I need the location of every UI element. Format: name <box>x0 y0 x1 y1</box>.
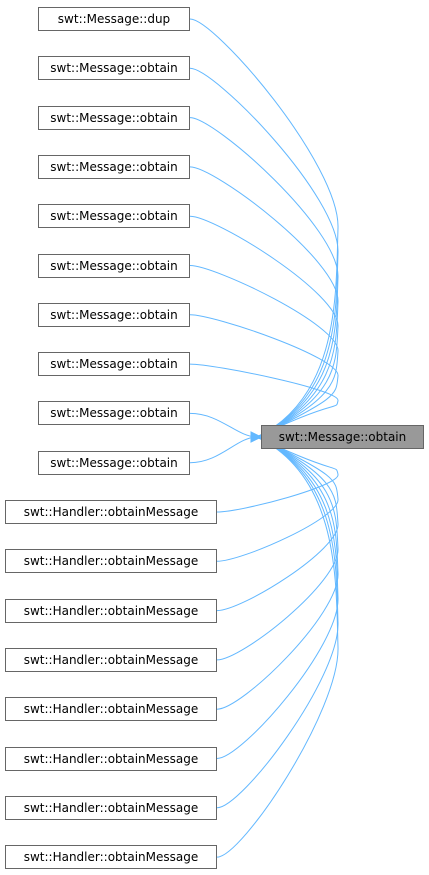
caller-node-3[interactable]: swt::Message::obtain <box>38 154 190 179</box>
edge-line-4 <box>189 215 339 438</box>
edge-4 <box>189 215 339 438</box>
caller-node-16[interactable]: swt::Handler::obtainMessage <box>5 795 217 820</box>
caller-node-1[interactable]: swt::Message::obtain <box>38 56 190 81</box>
caller-node-17[interactable]: swt::Handler::obtainMessage <box>5 845 217 870</box>
edge-line-1 <box>189 67 339 438</box>
edge-11 <box>216 436 339 562</box>
caller-node-0[interactable]: swt::Message::dup <box>38 7 190 31</box>
edge-line-15 <box>216 436 339 759</box>
edge-15 <box>216 436 339 759</box>
edge-16 <box>216 436 339 809</box>
edge-9 <box>189 431 263 464</box>
edge-line-8 <box>189 412 258 438</box>
edge-line-6 <box>189 314 339 438</box>
edge-arrowhead-9 <box>250 431 263 443</box>
edge-line-7 <box>189 363 339 438</box>
caller-node-9[interactable]: swt::Message::obtain <box>38 450 190 475</box>
edge-line-11 <box>216 436 339 562</box>
caller-node-5[interactable]: swt::Message::obtain <box>38 253 190 278</box>
caller-node-10[interactable]: swt::Handler::obtainMessage <box>5 500 217 524</box>
caller-node-13[interactable]: swt::Handler::obtainMessage <box>5 647 217 672</box>
edge-14 <box>216 436 339 710</box>
edge-line-16 <box>216 436 339 809</box>
edge-line-3 <box>189 166 339 438</box>
caller-node-2[interactable]: swt::Message::obtain <box>38 105 190 130</box>
caller-node-12[interactable]: swt::Handler::obtainMessage <box>5 598 217 623</box>
edge-line-5 <box>189 265 339 438</box>
edge-line-13 <box>216 436 339 661</box>
caller-node-8[interactable]: swt::Message::obtain <box>38 401 190 426</box>
edge-line-10 <box>216 436 339 513</box>
edge-line-0 <box>189 18 339 438</box>
edge-line-2 <box>189 117 339 438</box>
caller-node-6[interactable]: swt::Message::obtain <box>38 302 190 327</box>
edge-line-17 <box>216 436 339 858</box>
edge-line-9 <box>189 436 258 464</box>
caller-node-4[interactable]: swt::Message::obtain <box>38 204 190 229</box>
edge-line-14 <box>216 436 339 710</box>
edge-line-12 <box>216 436 339 612</box>
caller-node-7[interactable]: swt::Message::obtain <box>38 352 190 377</box>
caller-node-15[interactable]: swt::Handler::obtainMessage <box>5 746 217 771</box>
caller-node-14[interactable]: swt::Handler::obtainMessage <box>5 697 217 722</box>
caller-node-11[interactable]: swt::Handler::obtainMessage <box>5 549 217 574</box>
target-node: swt::Message::obtain <box>261 425 424 449</box>
